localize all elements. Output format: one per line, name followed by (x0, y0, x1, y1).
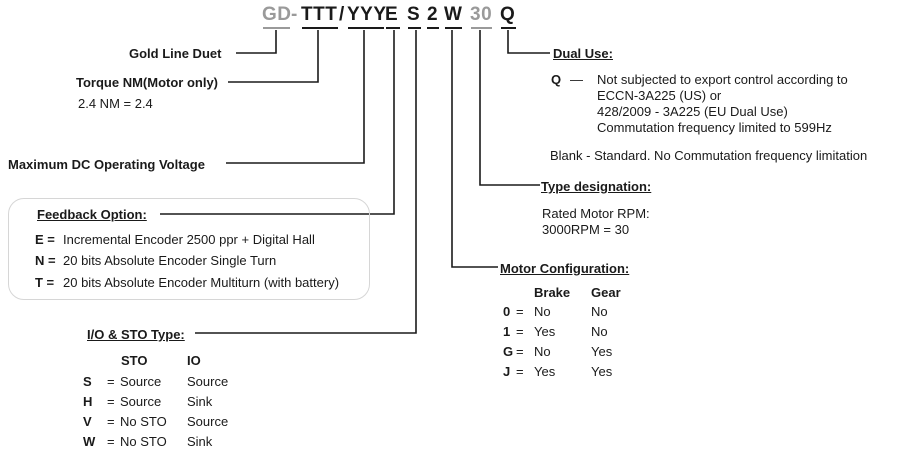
code-yyy: YYY (347, 4, 387, 25)
feedback-key-t: T = (35, 275, 55, 290)
code-e: E (385, 4, 399, 25)
type-designation-line1: Rated Motor RPM: (542, 206, 650, 221)
underline-yyy (348, 27, 384, 29)
code-ttt: TTT (301, 4, 338, 25)
motor-config-gear: Yes (591, 344, 613, 359)
dual-use-q-key: Q (551, 72, 562, 87)
feedback-box (8, 198, 370, 300)
io-sto-io: Sink (187, 394, 213, 409)
feedback-key-e: E = (35, 232, 55, 247)
connector-torque (228, 30, 319, 83)
underline-ttt (302, 27, 338, 29)
connector-dual-use (507, 30, 550, 54)
dual-use-q-dash: — (570, 72, 583, 87)
underline-q (501, 27, 516, 29)
motor-config-header-gear: Gear (591, 285, 621, 300)
io-sto-sto: Source (120, 394, 162, 409)
underline-gd (263, 27, 290, 29)
dual-use-blank: Blank - Standard. No Commutation frequen… (550, 148, 868, 163)
io-sto-key: W (83, 434, 96, 449)
dual-use-line: ECCN-3A225 (US) or (597, 88, 722, 103)
dual-use-line: 428/2009 - 3A225 (EU Dual Use) (597, 104, 788, 119)
dual-use-line: Not subjected to export control accordin… (597, 72, 848, 87)
io-sto-key: V (83, 414, 92, 429)
code-w: W (444, 4, 463, 25)
motor-config-key: G (503, 344, 514, 359)
io-sto-sto: No STO (120, 434, 167, 449)
connector-io-sto (195, 30, 417, 334)
motor-config-key: 0 (503, 304, 511, 319)
connector-feedback (160, 30, 395, 215)
motor-config-brake: No (534, 344, 551, 359)
type-designation-line2: 3000RPM = 30 (542, 222, 630, 237)
code-2: 2 (427, 4, 439, 25)
motor-config-eq: = (516, 324, 524, 339)
motor-config-brake: Yes (534, 364, 556, 379)
voltage-label: Maximum DC Operating Voltage (8, 157, 205, 172)
motor-config-eq: = (516, 364, 524, 379)
io-sto-io: Source (187, 374, 229, 389)
motor-config-gear: Yes (591, 364, 613, 379)
motor-config-gear: No (591, 304, 608, 319)
gold-line-label: Gold Line Duet (129, 46, 222, 61)
type-designation-title: Type designation: (541, 179, 652, 194)
io-sto-eq: = (107, 374, 115, 389)
motor-config-key: 1 (503, 324, 511, 339)
feedback-title: Feedback Option: (37, 207, 147, 222)
code-dash: - (291, 4, 298, 25)
io-sto-eq: = (107, 394, 115, 409)
io-sto-key: S (83, 374, 92, 389)
connector-voltage (226, 30, 365, 164)
io-sto-header-io: IO (187, 353, 201, 368)
dual-use-line: Commutation frequency limited to 599Hz (597, 120, 832, 135)
dual-use-title: Dual Use: (553, 46, 613, 61)
underline-s (408, 27, 421, 29)
motor-config-header-brake: Brake (534, 285, 571, 300)
io-sto-header-sto: STO (121, 353, 148, 368)
io-sto-io: Sink (187, 434, 213, 449)
io-sto-io: Source (187, 414, 229, 429)
feedback-text-t: 20 bits Absolute Encoder Multiturn (with… (63, 275, 340, 290)
underline-w (445, 27, 462, 29)
code-slash: / (339, 4, 345, 25)
code-q: Q (500, 4, 516, 25)
motor-config-title: Motor Configuration: (500, 261, 630, 276)
torque-example: 2.4 NM = 2.4 (78, 96, 153, 111)
code-gd: GD (262, 4, 292, 25)
io-sto-sto: No STO (120, 414, 167, 429)
torque-label: Torque NM(Motor only) (76, 75, 219, 90)
io-sto-sto: Source (120, 374, 162, 389)
motor-config-gear: No (591, 324, 608, 339)
io-sto-eq: = (107, 414, 115, 429)
underline-e (386, 27, 400, 29)
code-s: S (407, 4, 421, 25)
motor-config-eq: = (516, 304, 524, 319)
motor-config-brake: No (534, 304, 551, 319)
io-sto-title: I/O & STO Type: (87, 327, 185, 342)
feedback-text-n: 20 bits Absolute Encoder Single Turn (63, 253, 277, 268)
motor-config-eq: = (516, 344, 524, 359)
feedback-key-n: N = (35, 253, 56, 268)
motor-config-key: J (503, 364, 511, 379)
underline-30 (471, 27, 492, 29)
connector-gold-line (236, 30, 277, 54)
feedback-text-e: Incremental Encoder 2500 ppr + Digital H… (63, 232, 315, 247)
underline-2 (427, 27, 439, 29)
code-30: 30 (470, 4, 493, 25)
connector-type (479, 30, 540, 186)
io-sto-eq: = (107, 434, 115, 449)
io-sto-key: H (83, 394, 93, 409)
connector-motor-config (451, 30, 498, 268)
motor-config-brake: Yes (534, 324, 556, 339)
